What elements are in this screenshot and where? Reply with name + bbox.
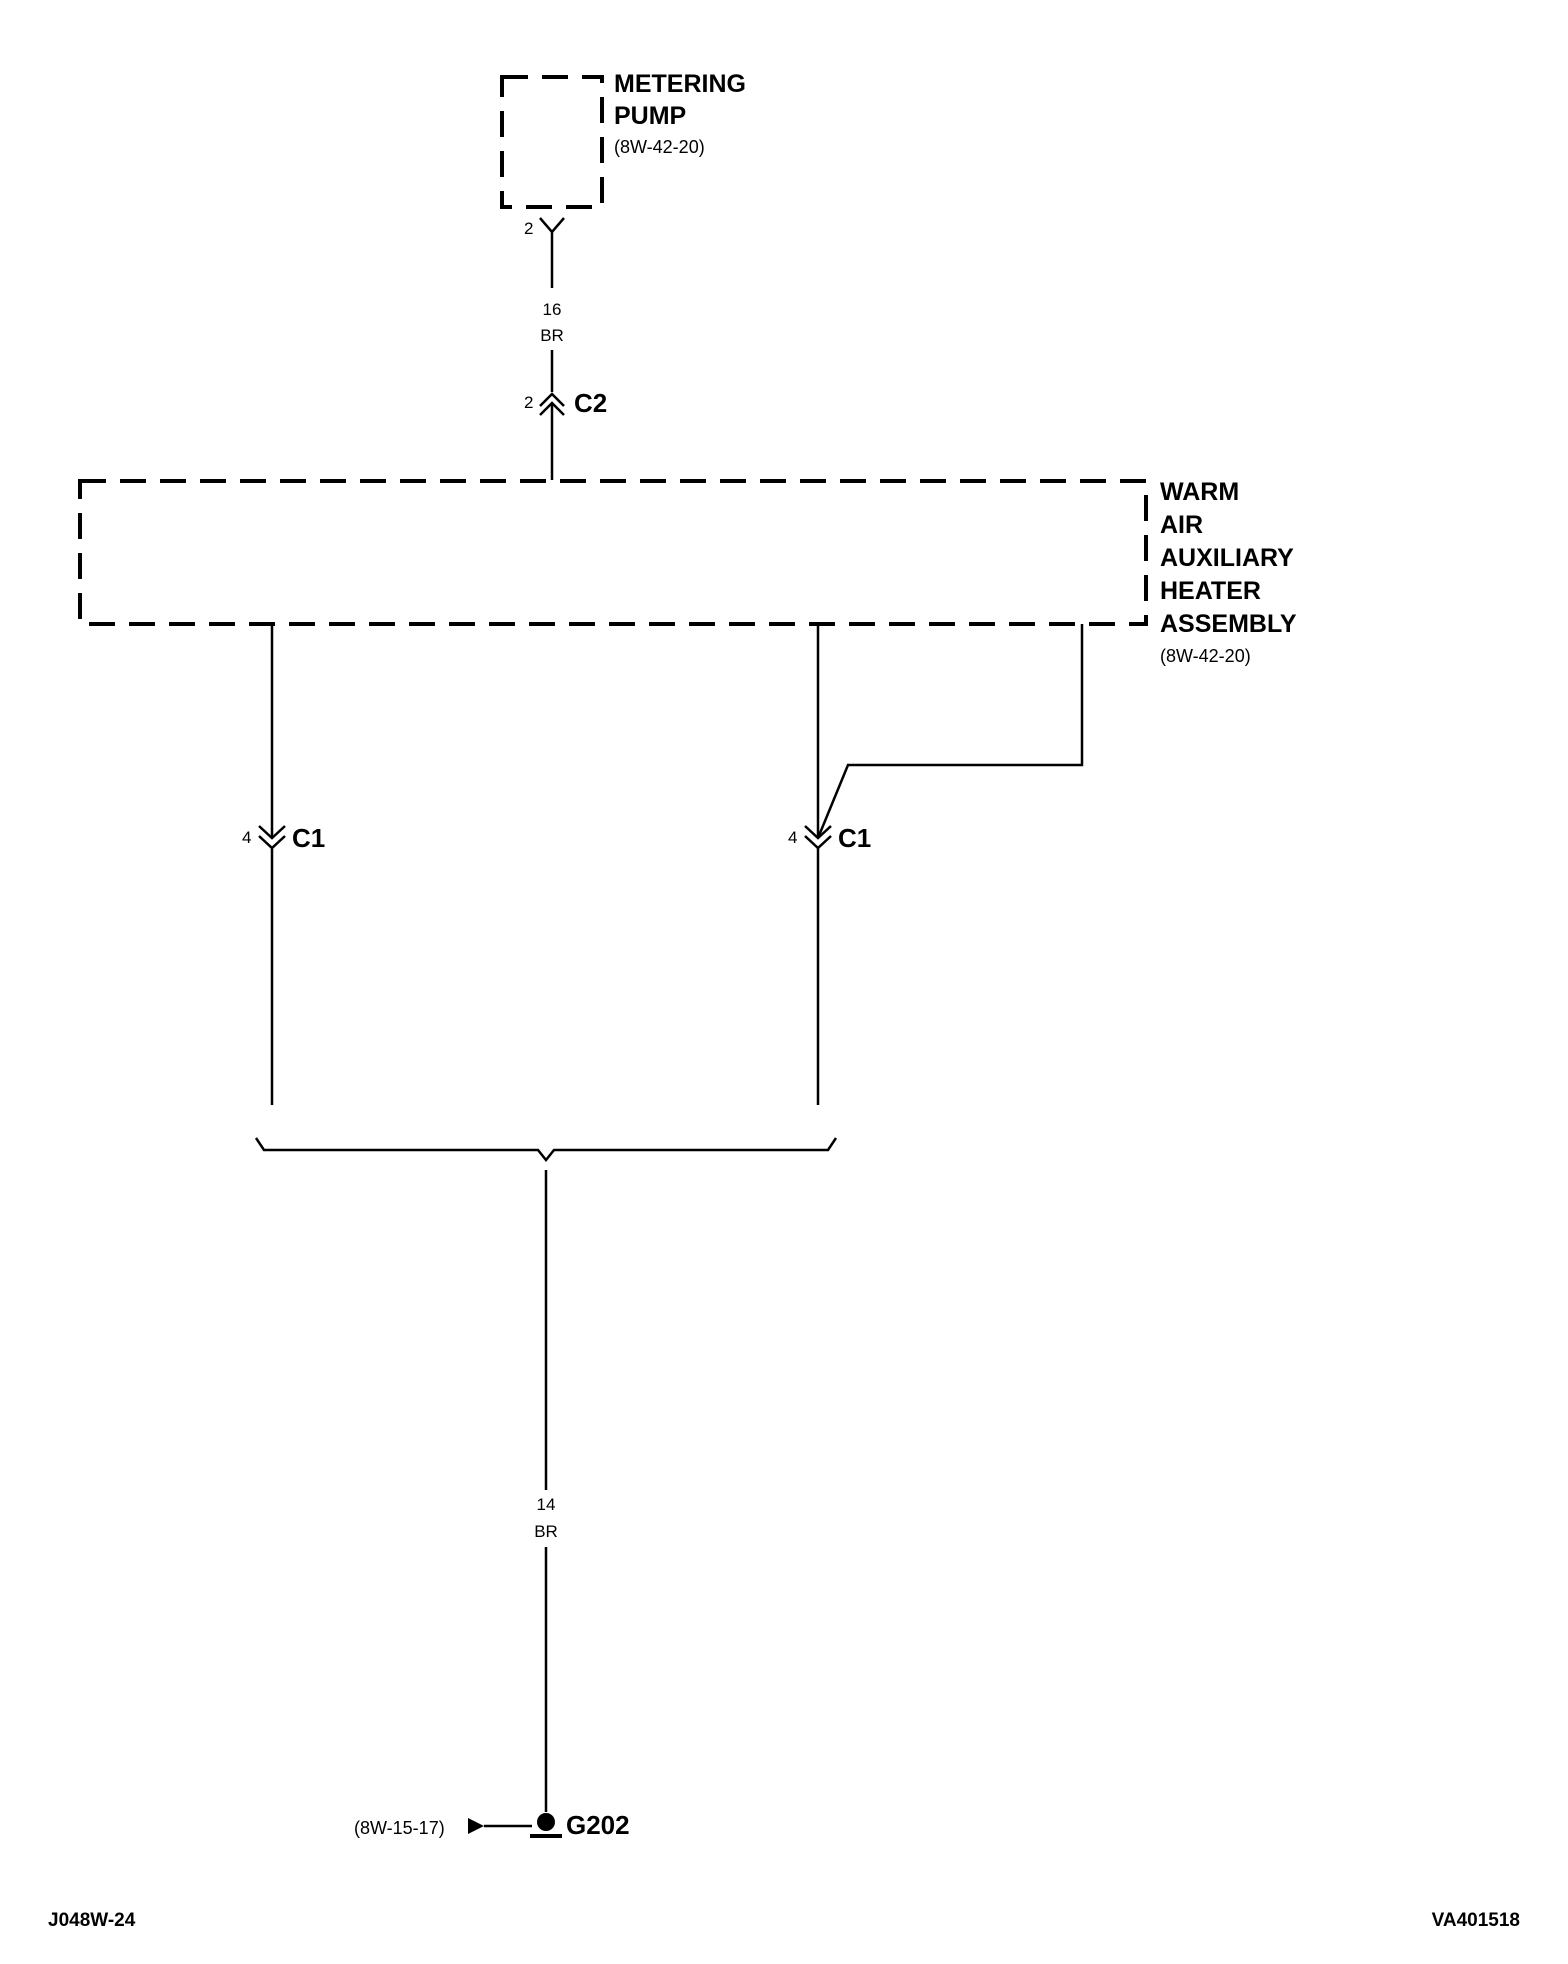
connector-c2-name: C2 bbox=[574, 388, 607, 418]
metering-pump-outline bbox=[500, 75, 604, 209]
connector-c1-left-name: C1 bbox=[292, 823, 325, 853]
heater-assembly-label-3: AUXILIARY bbox=[1160, 544, 1294, 572]
wire-lower-color: BR bbox=[534, 1522, 558, 1541]
heater-assembly-label-2: AIR bbox=[1160, 511, 1203, 539]
wire-upper-gauge: 16 bbox=[543, 300, 562, 319]
ground-ref: (8W-15-17) bbox=[354, 1818, 445, 1838]
metering-pump-label-1: METERING bbox=[614, 70, 746, 98]
ground-name: G202 bbox=[566, 1810, 630, 1840]
heater-assembly-label-5: ASSEMBLY bbox=[1160, 610, 1297, 638]
heater-assembly-ref: (8W-42-20) bbox=[1160, 646, 1251, 666]
metering-pump-pin: 2 bbox=[524, 219, 533, 238]
pump-pin-receptacle bbox=[539, 217, 565, 234]
connector-c1-right-name: C1 bbox=[838, 823, 871, 853]
heater-assembly-label-1: WARM bbox=[1160, 478, 1239, 506]
wire-upper-color: BR bbox=[540, 326, 564, 345]
splice-bracket bbox=[254, 1137, 838, 1163]
connector-c1-right-pin: 4 bbox=[788, 828, 797, 847]
ground-ref-arrow bbox=[468, 1818, 484, 1834]
wire-lower-gauge: 14 bbox=[537, 1495, 556, 1514]
heater-assembly-label-4: HEATER bbox=[1160, 577, 1261, 605]
metering-pump-ref: (8W-42-20) bbox=[614, 137, 705, 157]
heater-assembly-outline bbox=[78, 479, 1148, 626]
connector-c1-left-pin: 4 bbox=[242, 828, 251, 847]
ground-eyelet bbox=[537, 1813, 555, 1831]
footer-right-code: VA401518 bbox=[1432, 1910, 1520, 1931]
connector-c2-pin: 2 bbox=[524, 393, 533, 412]
wire-splice-jumper bbox=[816, 624, 1084, 839]
metering-pump-label-2: PUMP bbox=[614, 102, 686, 130]
footer-left-code: J048W-24 bbox=[48, 1910, 136, 1931]
